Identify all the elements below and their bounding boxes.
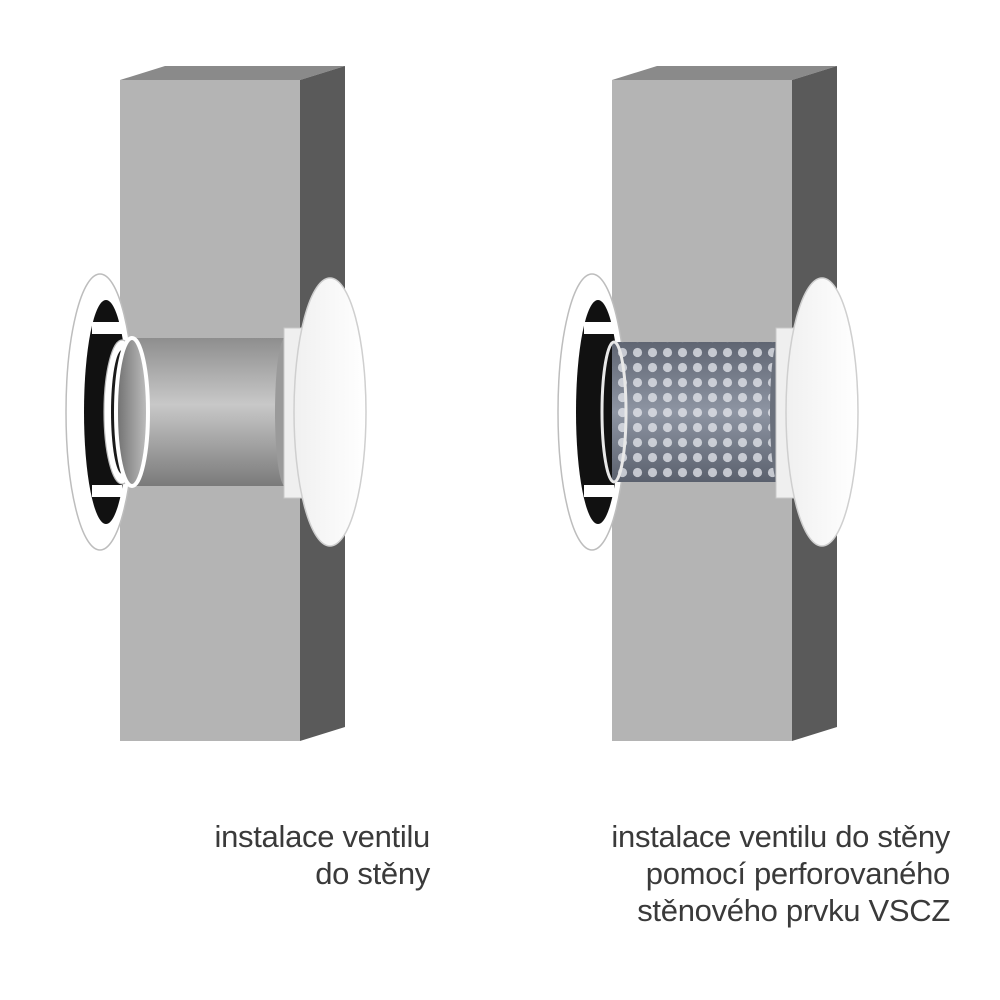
right-inner-flange xyxy=(557,273,627,551)
right-wall-top xyxy=(612,66,837,80)
caption-right-line-3: stěnového prvku VSCZ xyxy=(637,893,950,928)
caption-left-line-1: instalace ventilu xyxy=(214,819,431,854)
caption-right-line-1: instalace ventilu do stěny xyxy=(611,819,950,854)
left-assembly xyxy=(65,66,367,741)
left-solid-pipe xyxy=(114,336,295,488)
left-wall-top xyxy=(120,66,345,80)
right-valve-disk xyxy=(775,277,859,547)
caption-right-line-2: pomocí perforovaného xyxy=(645,856,951,891)
caption-left-line-2: do stěny xyxy=(315,856,430,891)
caption-right: instalace ventilu do stěny pomocí perfor… xyxy=(611,818,950,929)
right-perforated-pipe xyxy=(600,340,786,484)
caption-left: instalace ventilu do stěny xyxy=(214,818,431,892)
left-valve-disk xyxy=(283,277,367,547)
right-assembly xyxy=(557,66,859,741)
